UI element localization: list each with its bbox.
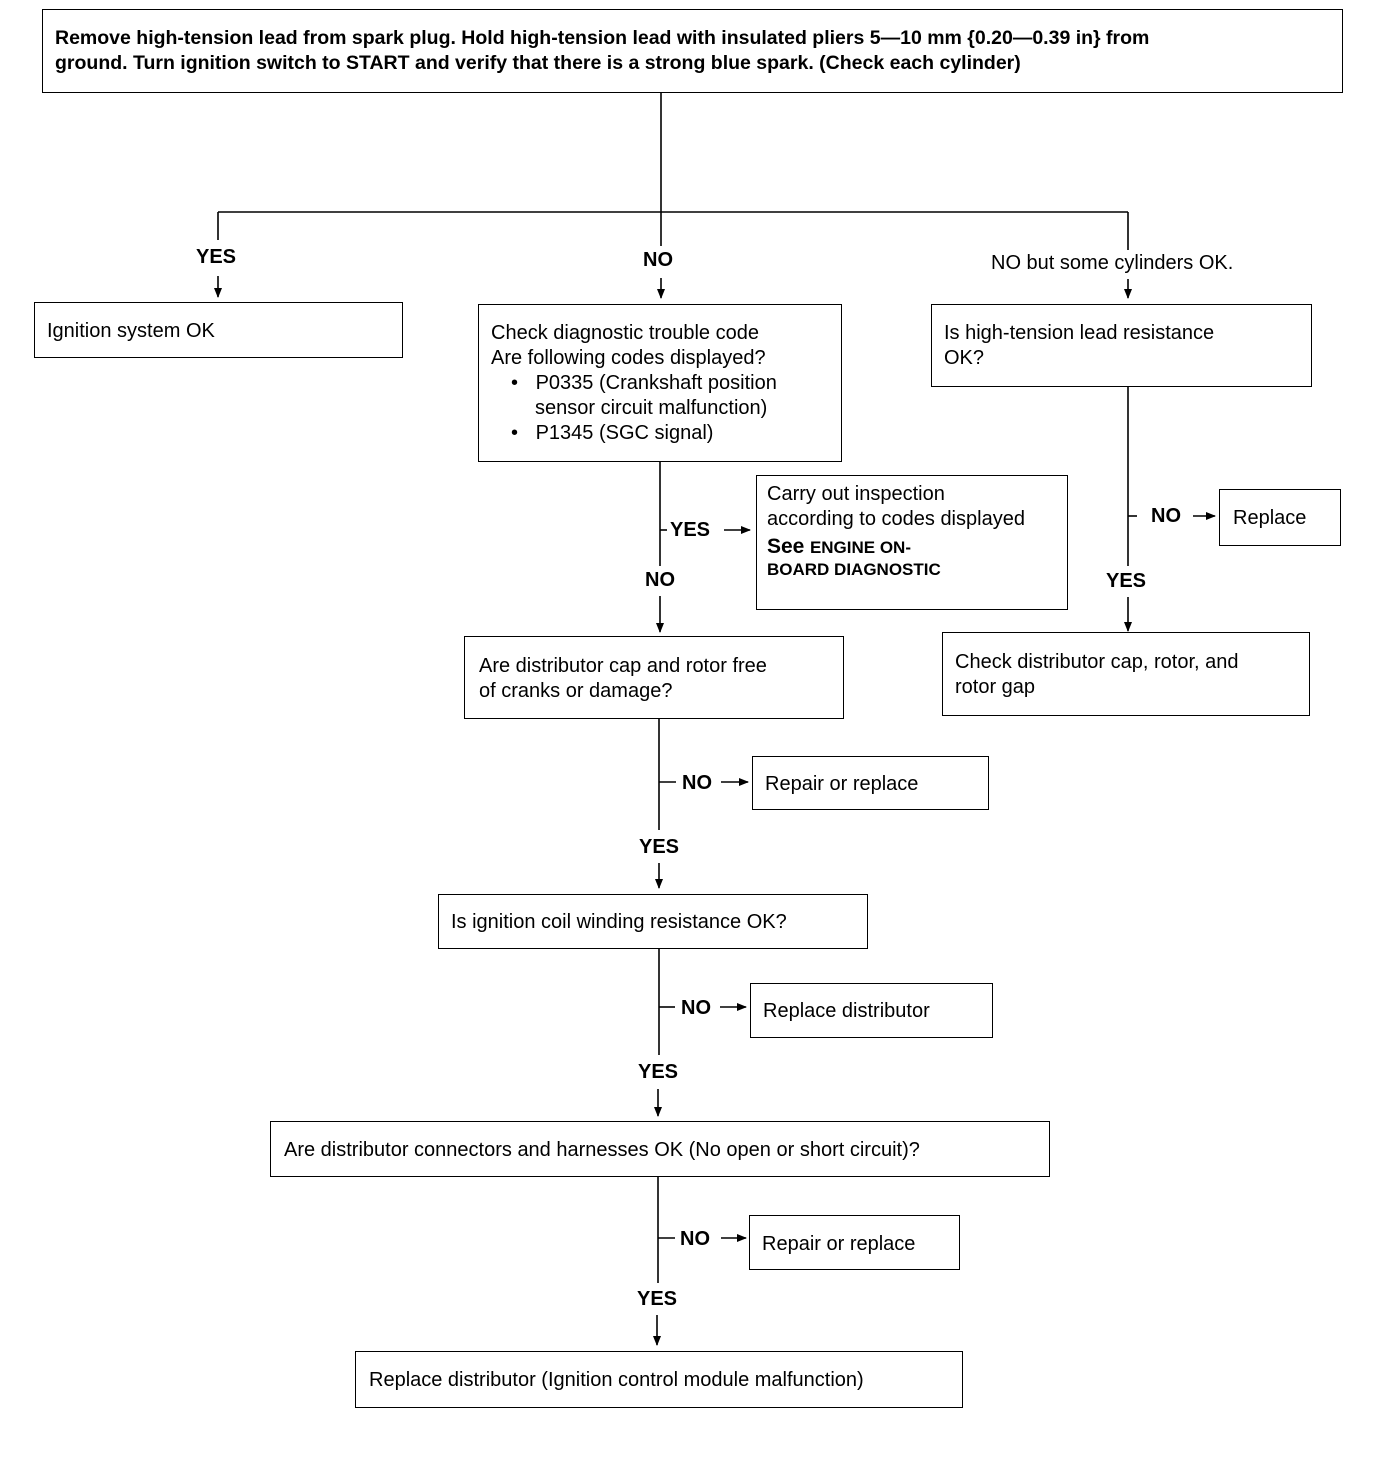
check-dtc-box: Check diagnostic trouble code Are follow… [478,304,842,462]
check-dtc-line-1: Check diagnostic trouble code [491,322,759,344]
start-step-box: Remove high-tension lead from spark plug… [42,9,1343,93]
label-harness-yes: YES [637,1288,678,1310]
repair-replace-1-text: Repair or replace [765,773,919,795]
label-harness-no: NO [680,1228,710,1250]
start-step-line-1: Remove high-tension lead from spark plug… [55,27,1150,49]
label-coil-no: NO [681,997,711,1019]
see-word: See [767,535,805,558]
cap-rotor-line-1: Are distributor cap and rotor free [479,655,767,677]
inspect-codes-line-2: according to codes displayed [767,508,1025,530]
label-coil-yes: YES [638,1061,679,1083]
check-cap-rotor-line-2: rotor gap [955,676,1036,698]
final-step-text: Replace distributor (Ignition control mo… [369,1369,864,1391]
dtc-bullet-marker-1: • [511,372,519,394]
ignition-ok-text: Ignition system OK [47,320,215,342]
label-no-mid: NO [643,249,673,271]
dtc-bullet-p0335: • P0335 (Crankshaft position [491,371,829,396]
dtc-bullet-marker-2: • [511,422,519,444]
cap-rotor-question-box: Are distributor cap and rotor free of cr… [464,636,844,719]
inspect-codes-box: Carry out inspection according to codes … [756,475,1068,610]
repair-replace-2-box: Repair or replace [749,1215,960,1270]
ignition-ok-box: Ignition system OK [34,302,403,358]
repair-replace-2-text: Repair or replace [762,1233,916,1255]
repair-replace-1-box: Repair or replace [752,756,989,810]
replace-lead-box: Replace [1219,489,1341,546]
harness-question-box: Are distributor connectors and harnesses… [270,1121,1050,1177]
replace-distributor-text: Replace distributor [763,1000,930,1022]
check-cap-rotor-line-1: Check distributor cap, rotor, and [955,651,1239,673]
label-dtc-yes: YES [670,519,711,541]
ht-lead-line-1: Is high-tension lead resistance [944,322,1215,344]
label-cap-no: NO [682,772,712,794]
ht-lead-line-2: OK? [944,347,985,369]
see-ref-line-1: ENGINE ON- [809,538,911,557]
harness-question-text: Are distributor connectors and harnesses… [284,1139,920,1161]
start-step-line-2: ground. Turn ignition switch to START an… [55,52,1021,74]
label-no-but-some: NO but some cylinders OK. [991,252,1234,274]
label-lead-no: NO [1151,505,1181,527]
check-cap-rotor-box: Check distributor cap, rotor, and rotor … [942,632,1310,716]
inspect-codes-line-1: Carry out inspection [767,483,945,505]
replace-lead-text: Replace [1233,507,1307,529]
ht-lead-box: Is high-tension lead resistance OK? [931,304,1312,387]
see-ref-line-2[interactable]: BOARD DIAGNOSTIC [767,560,941,579]
label-yes-left: YES [196,246,237,268]
cap-rotor-line-2: of cranks or damage? [479,680,673,702]
replace-distributor-box: Replace distributor [750,983,993,1038]
see-reference[interactable]: See ENGINE ON- [767,536,1057,559]
dtc-bullet-p0335-line-1: P0335 (Crankshaft position [535,372,777,394]
dtc-bullet-p1345: • P1345 (SGC signal) [491,421,829,446]
label-dtc-no: NO [645,569,675,591]
coil-question-box: Is ignition coil winding resistance OK? [438,894,868,949]
coil-question-text: Is ignition coil winding resistance OK? [451,911,787,933]
dtc-bullet-p0335-line-2: sensor circuit malfunction) [535,397,768,419]
label-cap-yes: YES [639,836,680,858]
label-lead-yes: YES [1106,570,1147,592]
dtc-bullet-p1345-line-1: P1345 (SGC signal) [535,422,714,444]
final-step-box: Replace distributor (Ignition control mo… [355,1351,963,1408]
check-dtc-line-2: Are following codes displayed? [491,347,766,369]
